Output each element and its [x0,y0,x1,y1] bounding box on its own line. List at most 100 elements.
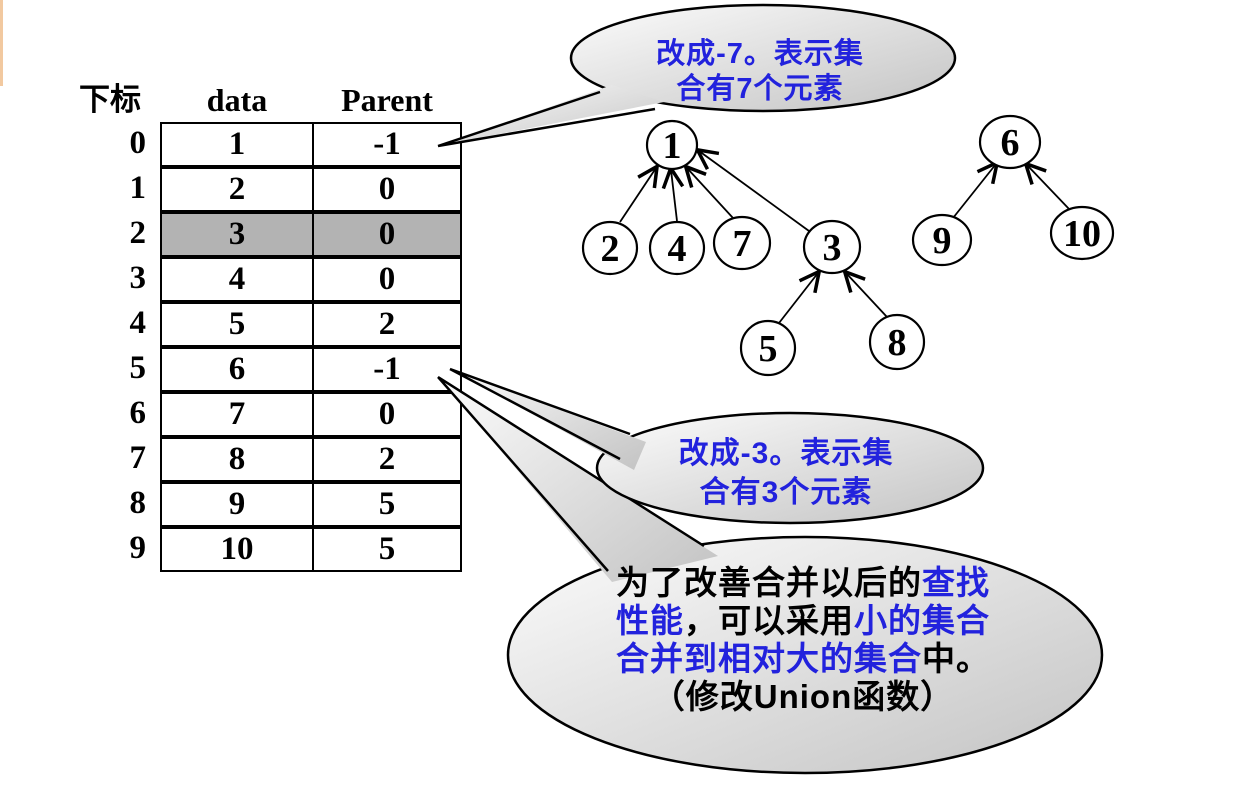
text-segment: 为了改善合并以后的 [616,564,922,601]
table-header-parent: Parent [341,82,433,118]
table-row: 2 0 [160,167,462,212]
text-segment: 小的集合 [854,602,990,639]
table-header-index: 下标 [79,82,141,117]
text-segment: （修改Union函数） [651,678,955,715]
node-1 [645,119,699,171]
node-10 [1049,205,1115,261]
parent-cell: -1 [373,351,401,387]
data-cell: 4 [228,261,246,297]
tree-edges [619,151,1071,324]
node-1-label: 1 [663,125,682,167]
callout-top-text: 改成-7。表示集 合有7个元素 [565,37,955,107]
table-row: 5 2 [160,302,462,347]
parent-cell: 2 [378,306,396,342]
column-divider [312,484,314,525]
edge-4-to-1 [671,170,677,222]
node-3-label: 3 [823,227,842,269]
data-cell: 10 [220,531,254,567]
row-index: 1 [129,170,147,206]
table-row: 1 -1 [160,122,462,167]
callout-big-line3: 合并到相对大的集合中。 [520,640,1086,678]
text-segment: 合并到相对大的集合 [616,640,922,677]
column-divider [312,259,314,300]
callout-middle-text: 改成-3。表示集 合有3个元素 [588,434,984,512]
text-segment: 查找 [922,564,990,601]
row-index: 2 [129,215,147,251]
node-2-label: 2 [601,228,620,270]
parent-cell: 5 [378,486,396,522]
parent-cell: 2 [378,441,396,477]
table-row: 8 2 [160,437,462,482]
text-segment: 中。 [922,640,990,677]
node-9-label: 9 [933,220,952,262]
node-6-label: 6 [1001,122,1020,164]
row-index: 4 [129,305,147,341]
column-divider [312,349,314,390]
text-segment: 性能 [616,602,684,639]
row-index: 9 [129,530,147,566]
node-10-label: 10 [1063,213,1101,255]
table-row: 4 0 [160,257,462,302]
data-cell: 1 [228,126,246,162]
data-cell: 6 [228,351,246,387]
edge-9-to-6 [952,164,996,219]
node-9 [911,213,973,267]
row-index: 5 [129,350,147,386]
row-index: 0 [129,125,147,161]
column-divider [312,304,314,345]
column-divider [312,529,314,570]
row-index: 7 [129,440,147,476]
edge-10-to-6 [1027,165,1071,211]
callout-middle-line2: 合有3个元素 [699,476,873,509]
column-divider [312,214,314,255]
callout-big-text: 为了改善合并以后的查找 性能，可以采用小的集合 合并到相对大的集合中。 （修改U… [520,564,1086,716]
edge-3-to-1 [699,151,810,232]
column-divider [312,439,314,480]
row-index: 3 [129,260,147,296]
node-3 [802,219,862,275]
node-2 [581,220,639,276]
data-cell: 8 [228,441,246,477]
data-cell: 2 [228,171,246,207]
parent-cell: -1 [373,126,401,162]
node-7 [712,215,772,271]
edge-7-to-1 [687,168,734,219]
node-7-label: 7 [733,223,752,265]
callout-top-line2: 合有7个元素 [676,73,844,105]
edge-2-to-1 [619,168,656,223]
node-5 [739,319,797,377]
column-divider [312,394,314,435]
parent-cell: 0 [378,396,396,432]
callout-top-line1: 改成-7。表示集 [656,38,864,70]
table-row: 7 0 [160,392,462,437]
callout-middle-line1: 改成-3。表示集 [678,437,894,470]
data-cell: 5 [228,306,246,342]
parent-cell: 5 [378,531,396,567]
data-cell: 7 [228,396,246,432]
node-5-label: 5 [759,328,778,370]
node-6 [978,114,1042,170]
callout-big-line4: （修改Union函数） [520,678,1086,716]
data-cell: 3 [228,216,246,252]
table-row: 6 -1 [160,347,462,392]
text-segment: ，可以采用 [684,602,854,639]
tree-nodes [581,114,1115,377]
node-8-label: 8 [888,322,907,364]
parent-cell: 0 [378,261,396,297]
table-header-data: data [206,82,268,118]
node-4-label: 4 [668,228,687,270]
left-accent-strip [0,0,3,86]
table-row-highlighted: 3 0 [160,212,462,257]
edge-5-to-3 [778,273,818,324]
parent-cell: 0 [378,171,396,207]
column-divider [312,169,314,210]
tree-node-labels: 1 2 4 7 3 5 8 6 9 10 [601,122,1102,370]
edge-8-to-3 [846,273,888,318]
data-cell: 9 [228,486,246,522]
parent-cell: 0 [378,216,396,252]
column-divider [312,124,314,165]
node-4 [648,220,706,276]
table-row: 10 5 [160,527,462,572]
node-8 [868,313,926,371]
